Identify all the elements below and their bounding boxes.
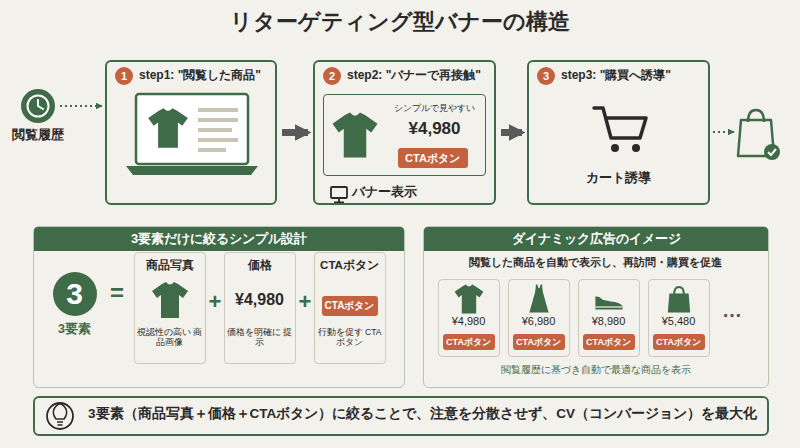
diagram-title: リターゲティング型バナーの構造 [0, 8, 800, 36]
banner-box: CTAボタン シンプルで見やすい ¥4,980 [323, 94, 486, 176]
node-text: ¥4,980 [438, 315, 500, 329]
shoe-icon [595, 296, 622, 309]
node-text: ¥6,980 [508, 315, 570, 329]
plus-sign: + [207, 288, 223, 316]
button-label: CTAボタン [398, 148, 468, 168]
dotted-arrow [60, 105, 102, 107]
cart-wheel [632, 144, 640, 152]
monitor-icon [331, 187, 347, 203]
clock-hands [38, 100, 43, 109]
cart-wheel [611, 144, 619, 152]
cta-button: CTAボタン [513, 334, 565, 350]
node-text: カート誘導 [527, 170, 710, 186]
node-text: step2: "バナーで再接触" [347, 68, 493, 83]
text-line [198, 128, 232, 132]
node-text: シンプルで見やすい [386, 103, 484, 114]
node-text: 行動を促す CTAボタン [317, 327, 383, 348]
button-label: CTAボタン [653, 334, 705, 350]
monitor-stand [334, 198, 344, 203]
step-box: 3 step3: "購買へ誘導" カート誘導 [527, 60, 710, 205]
text-line [198, 108, 238, 112]
panel-heading: 3要素だけに絞るシンプル設計 [34, 227, 404, 251]
count-circle: 33要素 [53, 272, 97, 316]
node-text: 商品写真 [134, 258, 206, 272]
bulb-glass [53, 404, 66, 419]
flow-arrow [501, 129, 522, 136]
cta-button: CTAボタン [322, 296, 378, 316]
bulb-icon [47, 403, 73, 429]
cart-body [594, 108, 646, 138]
panel-heading: ダイナミック広告のイメージ [424, 227, 768, 251]
clock-face [28, 96, 49, 117]
node-text: 3要素 [41, 322, 109, 338]
panel: 33要素商品写真視認性の高い 商品画像価格¥4,980価格を明確に 提示CTAボ… [33, 226, 405, 388]
equals-sign: = [104, 278, 130, 308]
step-box: CTAボタン シンプルで見やすい ¥4,980 2 step2: "バナーで再接触" [313, 60, 496, 205]
button-label: CTAボタン [583, 334, 635, 350]
icon-caption: バナー表示 [352, 185, 462, 201]
step-number: 2 [323, 67, 341, 85]
summary-bar: 3要素（商品写真＋価格＋CTAボタン）に絞ることで、注意を分散させず、CV（コン… [33, 396, 769, 436]
laptop-base [126, 166, 258, 175]
cart-icon [594, 108, 646, 152]
node-text: 3要素（商品写真＋価格＋CTAボタン）に絞ることで、注意を分散させず、CV（コン… [88, 398, 764, 430]
bag-check-icon [738, 110, 780, 160]
bag-icon [668, 287, 690, 313]
product-card: CTAボタン ¥4,980 [438, 279, 500, 357]
text-line [198, 138, 238, 142]
dress-icon [529, 285, 548, 313]
cta-button: CTAボタン [443, 334, 495, 350]
bulb-ring [47, 403, 73, 429]
ellipsis: … [712, 298, 752, 323]
shirt-icon [148, 108, 188, 148]
flow-arrow [282, 129, 308, 136]
plus-sign: + [297, 288, 313, 316]
icon-caption: 閲覧履歴 [3, 128, 73, 144]
element-card: CTAボタンCTAボタン行動を促す CTAボタン [314, 252, 386, 364]
bulb-base [57, 422, 63, 425]
product-card: CTAボタン ¥5,480 [648, 279, 710, 357]
node-text: 価格 [224, 258, 296, 272]
step-number: 1 [115, 67, 133, 85]
shirt-icon [455, 285, 484, 314]
laptop-illustration [126, 94, 258, 175]
node-text: ¥4,980 [386, 118, 484, 139]
node-text: step3: "購買へ誘導" [561, 68, 707, 83]
dotted-arrow [713, 131, 734, 133]
node-text: ¥5,480 [648, 315, 710, 329]
text-line [198, 148, 226, 152]
check-disc [764, 144, 780, 160]
shirt-icon [333, 113, 378, 158]
node-text: ¥4,980 [224, 290, 296, 310]
clock-disc [21, 89, 55, 123]
node-text: 閲覧した商品を自動で表示し、再訪問・購買を促進 [423, 256, 769, 269]
node-text: 閲覧履歴に基づき自動で最適な商品を表示 [423, 364, 769, 376]
button-label: CTAボタン [443, 334, 495, 350]
check-mark [768, 149, 776, 155]
panel: CTAボタン¥4,980CTAボタン¥6,980CTAボタン¥8,980CTAボ… [423, 226, 769, 388]
element-card: 価格 ¥4,980 価格を明確に 提示 [224, 252, 296, 364]
product-card: CTAボタン ¥8,980 [578, 279, 640, 357]
node-text: ¥8,980 [578, 315, 640, 329]
node-text: step1: "閲覧した商品" [139, 68, 274, 83]
node-text: 視認性の高い 商品画像 [137, 327, 203, 348]
cta-button: CTAボタン [398, 148, 468, 168]
element-card: 商品写真視認性の高い 商品画像 [134, 252, 206, 364]
step-box: 1 step1: "閲覧した商品" [105, 60, 277, 205]
product-card: CTAボタン ¥6,980 [508, 279, 570, 357]
cta-button: CTAボタン [653, 334, 705, 350]
node-text: CTAボタン [314, 258, 386, 272]
button-label: CTAボタン [322, 296, 378, 316]
monitor-screen [331, 187, 347, 198]
button-label: CTAボタン [513, 334, 565, 350]
cta-button: CTAボタン [583, 334, 635, 350]
text-line [198, 118, 238, 122]
clock-icon [21, 89, 55, 123]
shirt-icon [152, 282, 188, 318]
laptop-screen [136, 94, 248, 164]
node-text: 価格を明確に 提示 [227, 327, 293, 348]
step-number: 3 [537, 67, 555, 85]
button-label: 3 [53, 272, 97, 316]
